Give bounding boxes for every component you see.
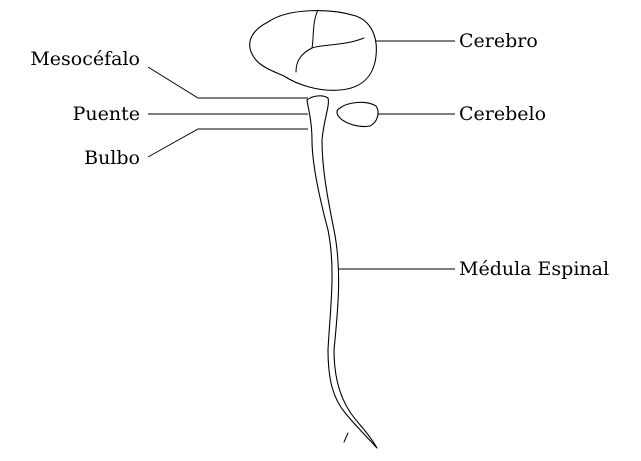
bulbo-leader — [148, 129, 308, 157]
label-cerebro: Cerebro — [459, 30, 538, 52]
label-medula: Médula Espinal — [459, 258, 609, 280]
label-puente: Puente — [73, 103, 140, 125]
spinal-cord — [307, 96, 377, 448]
cerebrum — [250, 10, 377, 90]
label-cerebelo: Cerebelo — [459, 103, 546, 125]
label-mesocefalo: Mesocéfalo — [30, 48, 140, 70]
spinal-cord-tick — [344, 433, 348, 442]
cerebellum — [337, 102, 378, 126]
cerebrum-outline — [250, 11, 377, 91]
label-bulbo: Bulbo — [84, 147, 140, 169]
